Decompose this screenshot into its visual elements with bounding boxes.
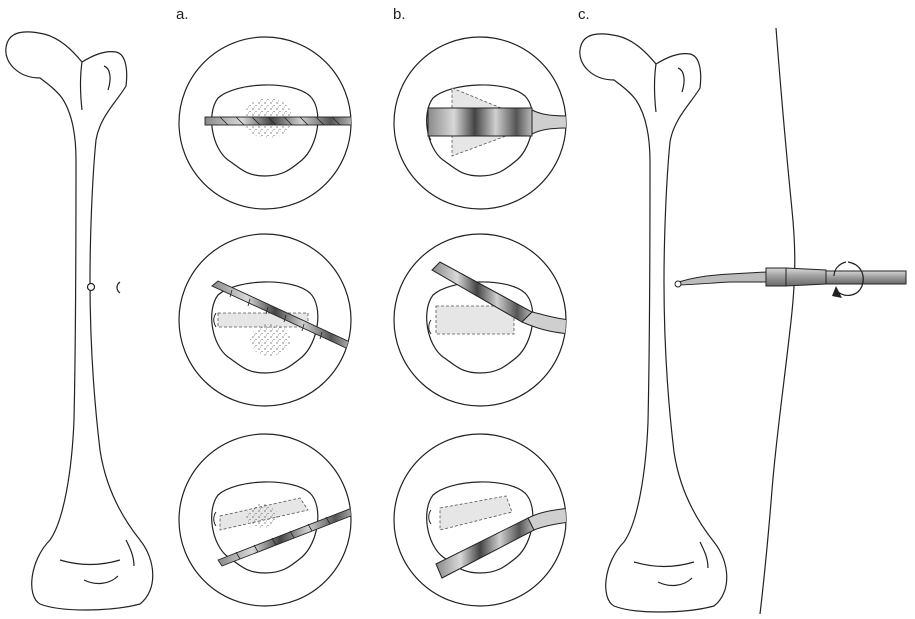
detail-b2-osteotome-angled-down: [393, 233, 567, 407]
detail-b1-osteotome-transverse: [393, 36, 567, 210]
panel-label-c: c.: [578, 6, 590, 23]
femur-left-notch: [86, 281, 121, 294]
panel-label-b: b.: [393, 6, 406, 23]
panel-label-a: a.: [176, 6, 189, 23]
detail-a3-drill-angled-up: [178, 433, 352, 607]
femur-left: [5, 31, 154, 611]
femur-right: [579, 33, 728, 613]
detail-a1-drill-transverse: [178, 36, 352, 210]
detail-a2-drill-angled-down: [178, 233, 352, 407]
thigh-outline: [759, 27, 796, 615]
intramedullary-saw: [674, 267, 907, 288]
rotation-arrow-icon: [832, 261, 864, 298]
detail-b3-osteotome-angled-up: [393, 433, 567, 607]
